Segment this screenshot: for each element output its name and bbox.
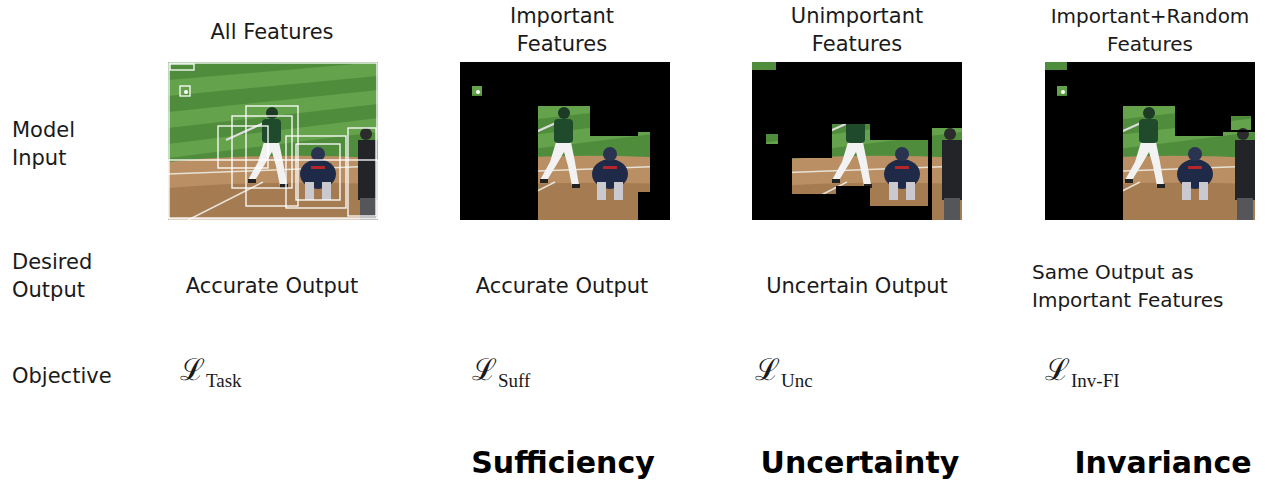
random-image xyxy=(1045,62,1255,220)
objective-subscript: Task xyxy=(206,370,242,392)
row-label: Desired Output xyxy=(12,248,112,304)
row-label: Objective xyxy=(12,362,152,390)
objective-subscript: Suff xyxy=(498,370,530,392)
property-label: Invariance xyxy=(1068,444,1258,482)
output-text: Uncertain Output xyxy=(737,272,977,300)
full-image xyxy=(168,62,378,220)
objective-symbol: ℒ xyxy=(1045,352,1070,388)
objective-symbol: ℒ xyxy=(472,352,497,388)
column-header: All Features xyxy=(172,18,372,46)
output-text: Same Output as Important Features xyxy=(1032,258,1262,314)
objective-subscript: Unc xyxy=(781,370,813,392)
row-label: Model Input xyxy=(12,116,112,172)
unimportant-image xyxy=(752,62,962,220)
objective-subscript: Inv-FI xyxy=(1071,370,1120,392)
property-label: Uncertainty xyxy=(740,444,980,482)
objective-symbol: ℒ xyxy=(755,352,780,388)
column-header: Important+Random Features xyxy=(1038,2,1262,58)
important-image xyxy=(460,62,670,220)
output-text: Accurate Output xyxy=(442,272,682,300)
column-header: Important Features xyxy=(482,2,642,58)
output-text: Accurate Output xyxy=(152,272,392,300)
property-label: Sufficiency xyxy=(443,444,683,482)
column-header: Unimportant Features xyxy=(772,2,942,58)
objective-symbol: ℒ xyxy=(180,352,205,388)
